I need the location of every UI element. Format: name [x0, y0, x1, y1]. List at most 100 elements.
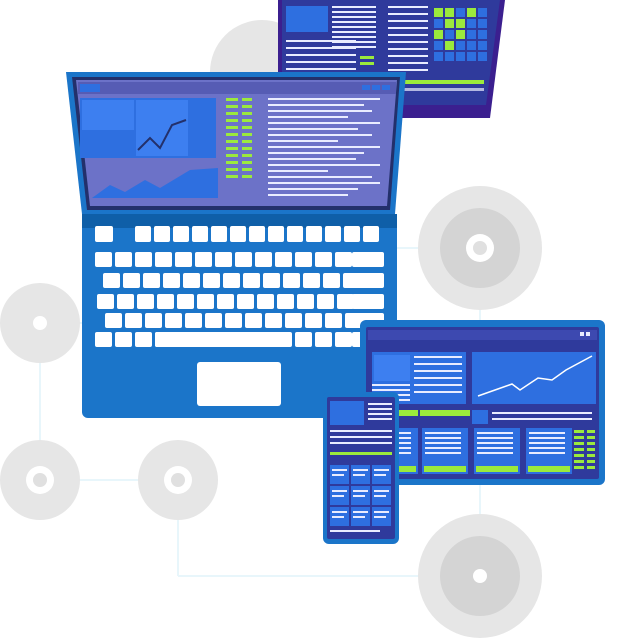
- green-bar: [226, 161, 238, 164]
- key: [352, 252, 384, 267]
- grid-tile: [467, 41, 476, 50]
- key: [287, 226, 303, 242]
- key: [315, 252, 332, 267]
- key: [285, 313, 302, 328]
- key: [173, 226, 189, 242]
- text-line: [388, 62, 428, 64]
- key: [263, 273, 280, 288]
- key: [297, 294, 314, 309]
- green-bar: [226, 154, 238, 157]
- text-line: [388, 55, 428, 57]
- key: [154, 226, 170, 242]
- green-bar: [587, 454, 595, 457]
- laptop-touchpad: [197, 362, 281, 406]
- text-line: [268, 140, 338, 142]
- green-bar: [226, 140, 238, 143]
- text-line: [388, 20, 428, 22]
- key: [203, 273, 220, 288]
- key: [123, 273, 140, 288]
- text-line: [477, 442, 513, 444]
- key: [145, 313, 162, 328]
- key: [235, 252, 252, 267]
- grid-tile: [456, 52, 465, 61]
- text-line: [332, 490, 347, 492]
- text-line: [332, 11, 376, 13]
- laptop-text-lines: [268, 98, 380, 196]
- text-line: [330, 436, 392, 438]
- key: [243, 273, 260, 288]
- text-line: [477, 437, 513, 439]
- grid-tile: [456, 19, 465, 28]
- text-line: [268, 194, 348, 196]
- key: [352, 273, 384, 288]
- text-line: [388, 13, 428, 15]
- text-line: [330, 442, 392, 444]
- text-line: [425, 432, 461, 434]
- text-line: [332, 6, 376, 8]
- text-line: [268, 176, 372, 178]
- monitor-grid-tiles: [434, 8, 487, 61]
- grid-tile: [445, 41, 454, 50]
- green-bar: [587, 430, 595, 433]
- text-line: [529, 447, 565, 449]
- text-line: [414, 356, 462, 358]
- green-bar: [226, 119, 238, 122]
- network-node: [0, 440, 80, 520]
- phone-device: [323, 392, 399, 544]
- text-line: [414, 370, 462, 372]
- text-line: [425, 452, 461, 454]
- text-line: [368, 408, 392, 410]
- text-line: [388, 48, 428, 50]
- network-node: [138, 440, 218, 520]
- green-bar: [242, 112, 252, 115]
- key: [97, 294, 114, 309]
- key: [135, 226, 151, 242]
- key: [265, 313, 282, 328]
- text-line: [286, 68, 356, 70]
- key: [95, 332, 112, 347]
- text-line: [268, 116, 348, 118]
- key: [177, 294, 194, 309]
- green-bar: [574, 436, 584, 439]
- key: [303, 273, 320, 288]
- key: [195, 252, 212, 267]
- grid-tile: [434, 19, 443, 28]
- grid-tile: [478, 8, 487, 17]
- text-line: [332, 469, 347, 471]
- key: [344, 226, 360, 242]
- green-bar: [226, 112, 238, 115]
- text-line: [529, 442, 565, 444]
- key: [183, 273, 200, 288]
- key: [225, 313, 242, 328]
- green-bar: [242, 147, 252, 150]
- grid-tile: [478, 30, 487, 39]
- key: [175, 252, 192, 267]
- text-line: [332, 31, 376, 33]
- text-line: [388, 69, 428, 71]
- green-bar: [226, 133, 238, 136]
- green-bar: [574, 448, 584, 451]
- grid-tile: [456, 30, 465, 39]
- green-bar: [242, 119, 252, 122]
- text-line: [330, 530, 380, 532]
- grid-tile: [434, 52, 443, 61]
- text-line: [268, 170, 328, 172]
- grid-tile: [467, 19, 476, 28]
- text-line: [368, 403, 392, 405]
- green-bar: [587, 442, 595, 445]
- grid-tile: [467, 52, 476, 61]
- green-bar: [574, 442, 584, 445]
- text-line: [332, 495, 344, 497]
- text-line: [268, 164, 380, 166]
- key: [163, 273, 180, 288]
- text-line: [286, 47, 356, 49]
- text-line: [353, 490, 368, 492]
- key: [205, 313, 222, 328]
- key: [325, 313, 342, 328]
- network-node: [418, 514, 542, 638]
- text-line: [529, 432, 565, 434]
- key: [185, 313, 202, 328]
- green-bar: [242, 105, 252, 108]
